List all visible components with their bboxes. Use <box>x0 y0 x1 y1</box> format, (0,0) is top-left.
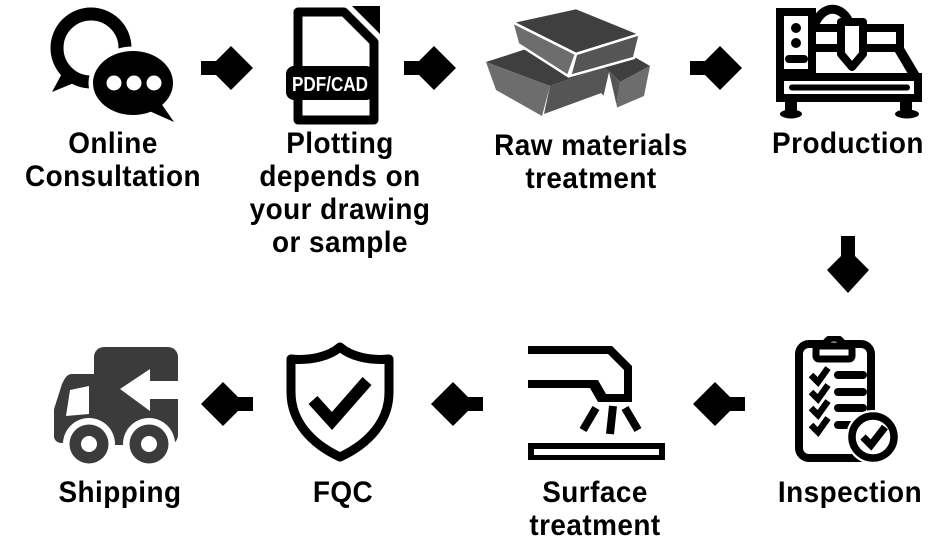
step-label-inspection: Inspection <box>777 476 923 509</box>
delivery-truck-icon <box>54 347 180 470</box>
cnc-machine-icon <box>776 4 922 119</box>
flow-arrow-left-icon <box>201 382 253 426</box>
chat-bubbles-icon <box>50 7 178 124</box>
shield-check-icon <box>286 342 394 462</box>
step-label-shipping: Shipping <box>58 476 182 509</box>
step-label-plotting: Plotting depends on your drawing or samp… <box>249 127 431 259</box>
step-label-online-consultation: Online Consultation <box>24 127 202 193</box>
flow-arrow-left-icon <box>693 382 745 426</box>
inspection-checklist-icon <box>795 336 900 464</box>
step-label-fqc: FQC <box>312 476 374 509</box>
pdf-cad-file-icon: PDF/CAD <box>286 6 380 125</box>
flow-arrow-right-icon <box>404 46 456 90</box>
spray-nozzle-icon <box>528 346 665 460</box>
step-label-surface-treatment: Surface treatment <box>529 476 661 542</box>
step-label-raw-materials-treatment: Raw materials treatment <box>494 129 688 195</box>
metal-ingots-icon <box>486 6 650 120</box>
flow-arrow-right-icon <box>690 46 742 90</box>
flow-arrow-down-icon <box>827 236 869 293</box>
file-type-badge-text: PDF/CAD <box>292 74 368 96</box>
flow-arrow-left-icon <box>431 382 483 426</box>
flow-arrow-right-icon <box>201 46 253 90</box>
step-label-production: Production <box>772 127 924 160</box>
